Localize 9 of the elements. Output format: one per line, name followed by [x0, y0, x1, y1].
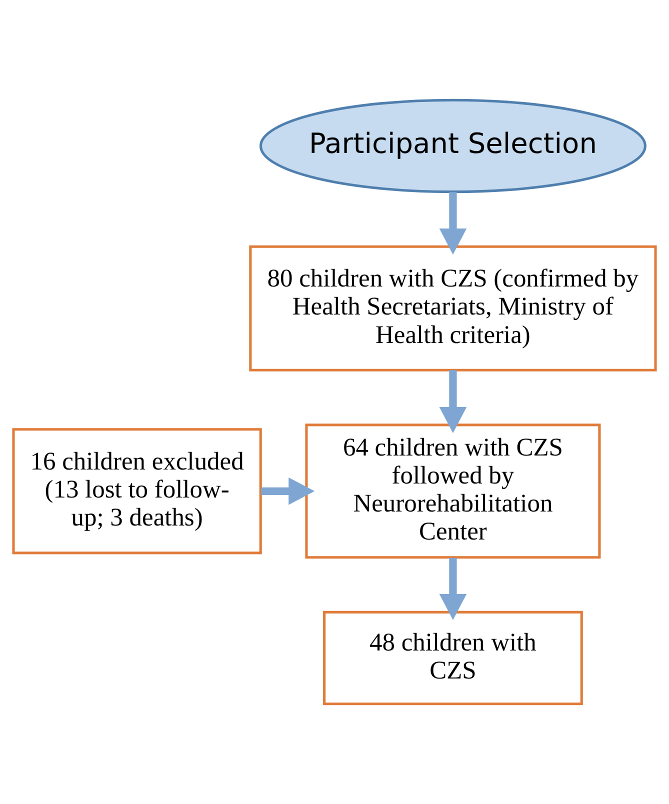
arrow	[261, 477, 315, 505]
arrow	[439, 558, 467, 620]
node-box: 80 children with CZS (confirmed by Health Secretariats, Ministry of Health criteria)	[249, 245, 657, 372]
node-ellipse: Participant Selection	[259, 98, 646, 194]
node-box: 64 children with CZS followed by Neurorehabilitation Center	[305, 424, 601, 559]
node-box: 16 children excluded (13 lost to follow-up; 3 deaths)	[12, 428, 262, 554]
node-box: 48 children with CZS	[323, 610, 583, 706]
arrow	[439, 192, 467, 255]
arrow	[439, 370, 467, 434]
